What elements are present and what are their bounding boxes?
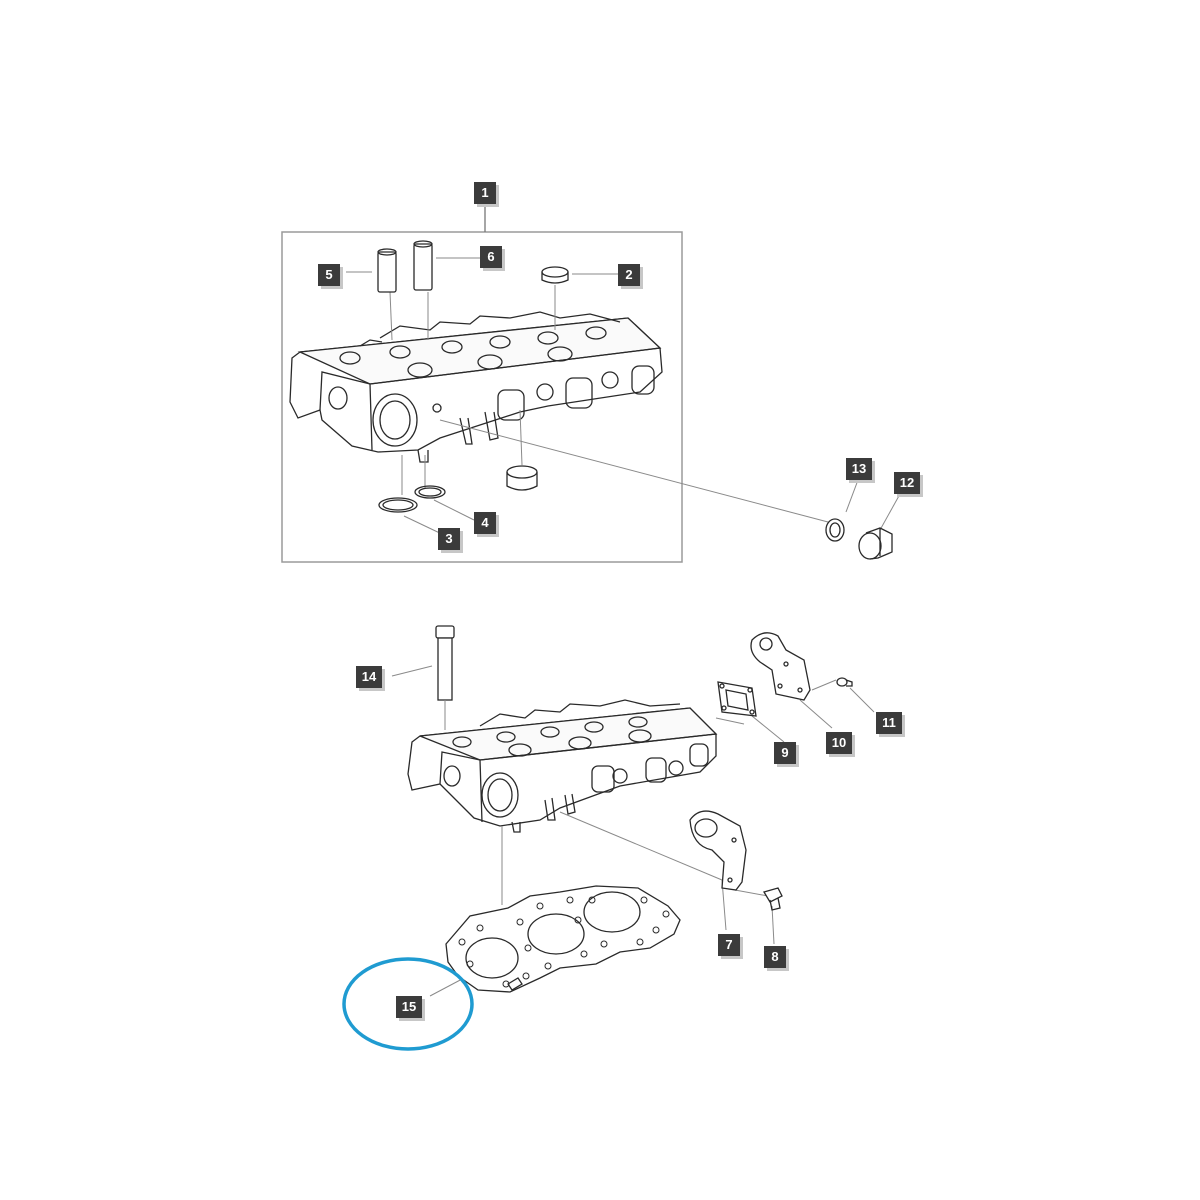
tube-5 [377, 248, 397, 293]
callout-2: 2 [618, 264, 640, 286]
highlight-circle [342, 957, 474, 1051]
tube-6 [413, 240, 433, 291]
assembly-1-frame [281, 231, 683, 563]
bolt-8 [763, 887, 783, 911]
callout-4: 4 [474, 512, 496, 534]
cylinder-head-bottom [407, 699, 718, 833]
callout-1: 1 [474, 182, 496, 204]
drain-plug-12 [858, 527, 893, 560]
bracket-7 [689, 810, 747, 891]
callout-3: 3 [438, 528, 460, 550]
callout-9: 9 [774, 742, 796, 764]
cylinder-head-top [289, 311, 663, 463]
cup-plug [506, 465, 538, 491]
bracket-10 [750, 632, 811, 701]
callout-8: 8 [764, 946, 786, 968]
head-bolt-14 [435, 625, 455, 701]
callout-14: 14 [356, 666, 382, 688]
washer-13 [825, 518, 845, 542]
callout-15: 15 [396, 996, 422, 1018]
ring-4 [414, 485, 446, 499]
head-gasket-15 [445, 885, 681, 993]
plug-2 [541, 266, 569, 284]
callout-5: 5 [318, 264, 340, 286]
gasket-9 [717, 681, 757, 717]
bolt-11 [836, 677, 853, 687]
callout-13: 13 [846, 458, 872, 480]
callout-7: 7 [718, 934, 740, 956]
callout-10: 10 [826, 732, 852, 754]
ring-3 [378, 497, 418, 513]
callout-11: 11 [876, 712, 902, 734]
callout-6: 6 [480, 246, 502, 268]
callout-12: 12 [894, 472, 920, 494]
